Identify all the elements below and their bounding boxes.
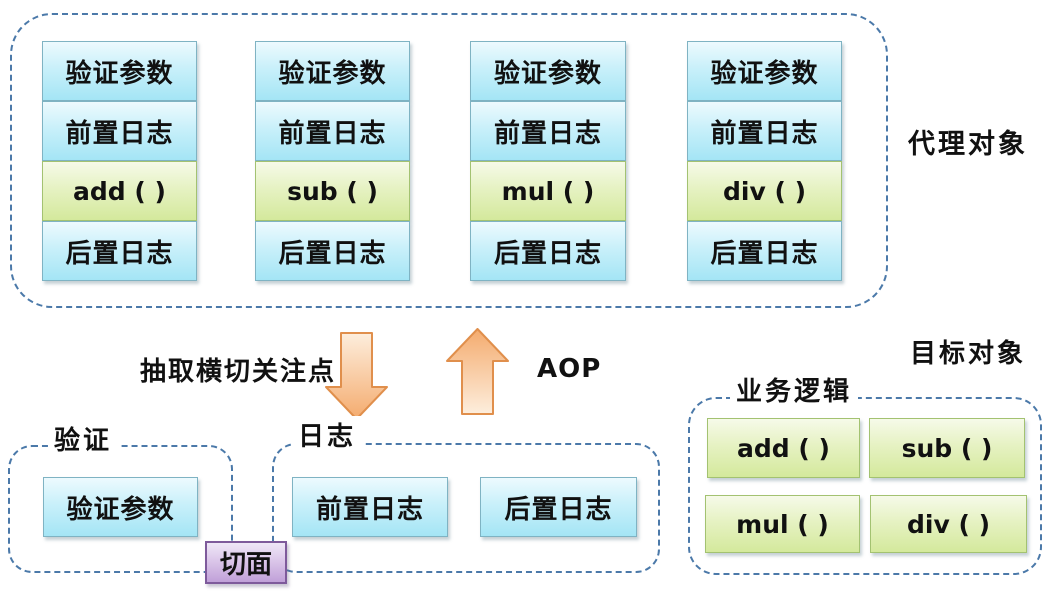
proxy-col4-validate-cell: 验证参数 [687, 41, 842, 101]
target-object-label: 目标对象 [910, 339, 1027, 369]
proxy-col1-method-cell: add ( ) [42, 161, 197, 221]
proxy-col1-postlog-cell: 后置日志 [42, 221, 197, 281]
up-arrow-icon [446, 328, 509, 415]
proxy-object-label: 代理对象 [908, 129, 1028, 160]
proxy-object-container [10, 13, 888, 308]
proxy-col3-method-cell: mul ( ) [470, 161, 626, 221]
validation-params-cell: 验证参数 [43, 477, 198, 537]
aop-label: AOP [537, 354, 602, 384]
aspect-badge: 切面 [205, 541, 287, 584]
extract-crosscut-label: 抽取横切关注点 [140, 357, 337, 387]
business-sub-cell: sub ( ) [869, 418, 1025, 478]
proxy-col4-postlog-cell: 后置日志 [687, 221, 842, 281]
down-arrow-icon [325, 332, 388, 420]
proxy-col2-method-cell: sub ( ) [255, 161, 410, 221]
proxy-col3-validate-cell: 验证参数 [470, 41, 626, 101]
proxy-col2-prelog-cell: 前置日志 [255, 101, 410, 161]
business-logic-container [688, 397, 1042, 575]
business-div-cell: div ( ) [870, 495, 1027, 553]
postlog-cell: 后置日志 [480, 477, 637, 537]
log-label: 日志 [292, 416, 363, 453]
business-add-cell: add ( ) [707, 418, 860, 478]
proxy-col3-prelog-cell: 前置日志 [470, 101, 626, 161]
proxy-col2-postlog-cell: 后置日志 [255, 221, 410, 281]
prelog-cell: 前置日志 [292, 477, 448, 537]
proxy-col4-prelog-cell: 前置日志 [687, 101, 842, 161]
validation-label: 验证 [48, 420, 119, 457]
business-logic-label: 业务逻辑 [730, 371, 859, 408]
proxy-col4-method-cell: div ( ) [687, 161, 842, 221]
proxy-col1-prelog-cell: 前置日志 [42, 101, 197, 161]
proxy-col2-validate-cell: 验证参数 [255, 41, 410, 101]
business-mul-cell: mul ( ) [705, 495, 860, 553]
log-aspect-container [272, 443, 660, 573]
validation-aspect-container [8, 445, 233, 573]
proxy-col3-postlog-cell: 后置日志 [470, 221, 626, 281]
proxy-col1-validate-cell: 验证参数 [42, 41, 197, 101]
